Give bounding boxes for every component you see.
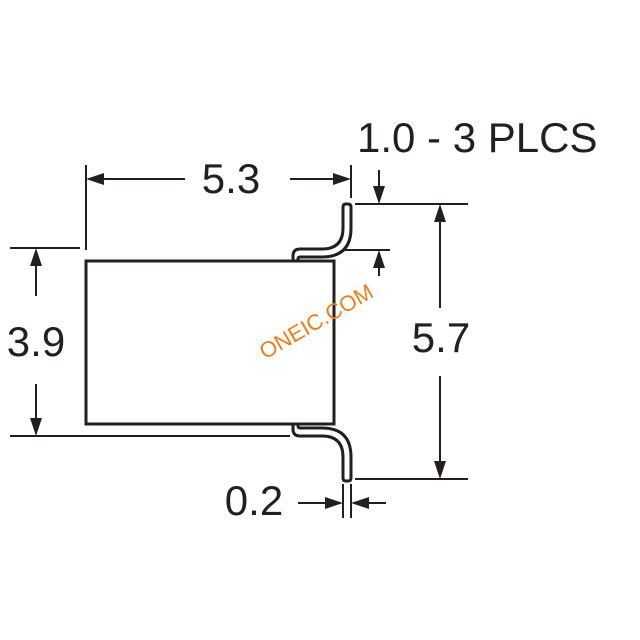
lead-span-dimension: 5.7 (355, 203, 470, 480)
lead-span-arrowhead-top (434, 204, 446, 222)
height-label: 3.9 (7, 318, 65, 365)
lead-width-note: 1.0 - 3 PLCS (357, 114, 597, 161)
bottom-lead (291, 422, 353, 483)
lead-thickness-dimension: 0.2 (225, 477, 386, 524)
lead-width-arrowhead-bottom (373, 250, 385, 268)
width-label: 5.3 (202, 155, 260, 202)
top-lead (291, 202, 353, 263)
lead-width-callout: 1.0 - 3 PLCS (345, 114, 597, 276)
lead-span-arrowhead-bottom (434, 461, 446, 479)
lead-span-label: 5.7 (412, 314, 470, 361)
lead-thickness-arrowhead-left (325, 497, 343, 509)
width-arrowhead-left (86, 173, 104, 185)
height-arrowhead-bottom (30, 418, 42, 436)
lead-thickness-label: 0.2 (225, 477, 283, 524)
component-body (84, 259, 336, 426)
lead-width-arrowhead-top (373, 186, 385, 204)
height-dimension: 3.9 (7, 247, 290, 437)
lead-thickness-arrowhead-right (351, 497, 369, 509)
height-arrowhead-top (30, 248, 42, 266)
width-dimension: 5.3 (85, 155, 352, 250)
width-arrowhead-right (333, 173, 351, 185)
